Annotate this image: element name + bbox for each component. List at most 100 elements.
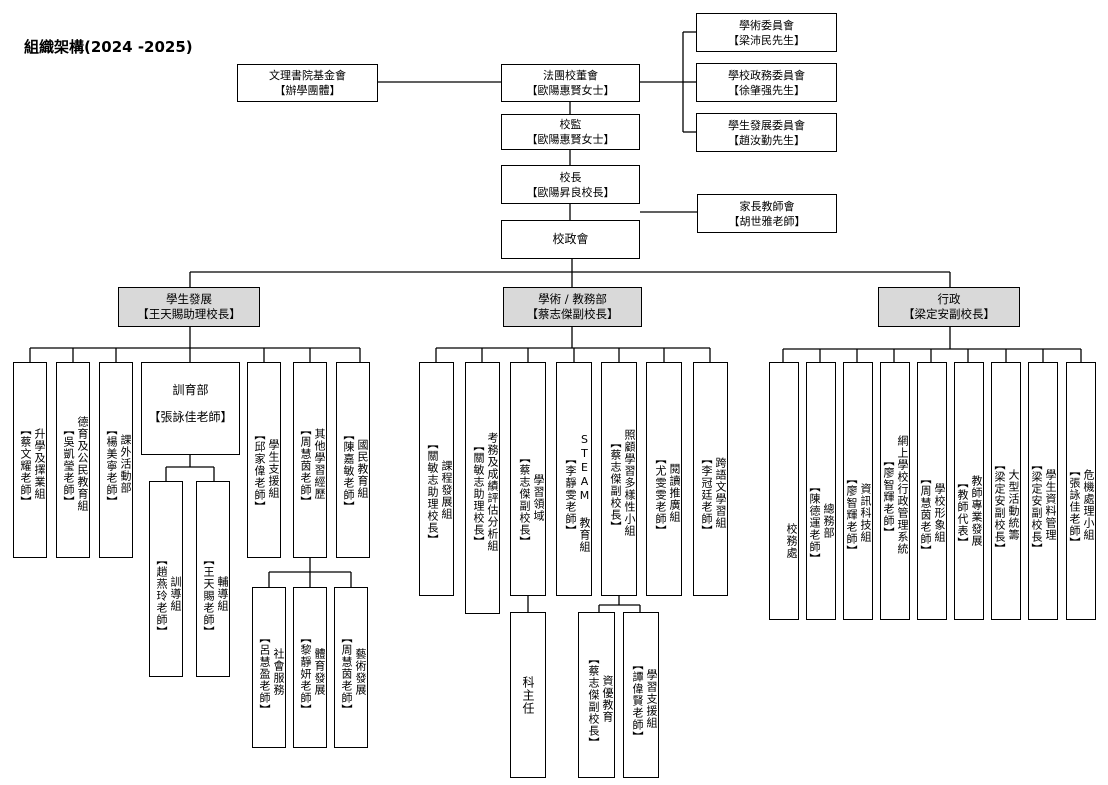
unit-box: 升學及擇業組 【蔡文耀老師】 [13,362,47,558]
dept-academic-sub: 【蔡志傑副校長】 [526,307,619,321]
dept-admin-name: 行政 [937,292,961,306]
foundation-box: 文理書院基金會 【辦學團體】 [237,64,378,102]
unit-box: 大型活動統籌 【梁定安副校長】 [991,362,1021,620]
committee-box: 學生發展委員會 【趙汝勤先生】 [696,113,837,152]
unit-name: 社會服務 [272,647,285,696]
dept-admin-box: 行政 【梁定安副校長】 [878,287,1020,327]
unit-name: 跨語文學習組 [714,457,727,529]
unit-box: 學校形象組 【周慧茵老師】 [917,362,947,620]
unit-name: 其他學習經歷 [313,428,326,500]
unit-sub: 【蔡文耀老師】 [19,424,32,508]
committee-name: 學校政務委員會 [728,68,805,82]
unit-box: 訓導組 【趙燕玲老師】 [149,481,183,677]
principal-box: 校長 【歐陽昇良校長】 [501,165,640,204]
committee-name: 學術委員會 [739,18,794,32]
unit-name: 考務及成績評估分析組 [486,432,499,552]
supervisor-box: 校監 【歐陽惠賢女士】 [501,114,640,150]
unit-box: 資訊科技組 【廖智輝老師】 [843,362,873,620]
unit-sub: 【周慧茵老師】 [340,631,353,716]
supervisor-name: 校監 [559,118,582,131]
unit-box: 課程發展組 【關敏志助理校長】 [419,362,454,596]
unit-sub: 【吳凱瑩老師】 [62,424,75,508]
unit-box: 閱讀推廣組 【尤雯雯老師】 [646,362,682,596]
dept-academic-box: 學術 / 教務部 【蔡志傑副校長】 [503,287,642,327]
unit-sub: 【張詠佳老師】 [148,410,233,424]
unit-box: 社會服務 【呂慧盈老師】 [252,587,286,748]
council-box: 校政會 [501,220,640,259]
foundation-sub: 【辦學團體】 [274,84,341,97]
unit-box: 課外活動部 【楊美寧老師】 [99,362,133,558]
unit-sub: 【周慧茵老師】 [919,473,932,557]
unit-name: 學生支援組 [267,439,280,499]
unit-sub: 【梁定安副校長】 [993,459,1006,555]
unit-sub: 【楊美寧老師】 [105,424,118,508]
unit-box: 學生資料管理 【梁定安副校長】 [1028,362,1058,620]
unit-sub: 【張詠佳老師】 [1068,465,1081,549]
committee-sub: 【徐肇强先生】 [728,83,805,97]
pta-name: 家長教師會 [739,199,795,213]
council-name: 校政會 [552,232,589,246]
unit-box: 教師專業發展 【教師代表】 [954,362,984,620]
dept-student-sub: 【王天賜助理校長】 [137,307,241,321]
unit-box: 訓育部 【張詠佳老師】 [141,362,240,455]
unit-sub: 【廖智輝老師】 [882,455,895,539]
unit-box: 藝術發展 【周慧茵老師】 [334,587,368,748]
committee-box: 學術委員會 【梁沛民先生】 [696,13,837,52]
unit-name: 學校形象組 [933,483,946,543]
unit-box: 資優教育 【蔡志傑副校長】 [578,612,615,778]
unit-name: 德育及公民教育組 [76,416,89,512]
unit-sub: 【蔡志傑副校長】 [609,437,622,533]
unit-box: 輔導組 【王天賜老師】 [196,481,230,677]
unit-name: 危機處理小組 [1082,469,1095,541]
unit-sub: 【王天賜老師】 [202,554,215,638]
unit-name: 網上學校行政管理系統 [896,435,909,555]
unit-box: 學生支援組 【邱家偉老師】 [247,362,281,558]
board-name: 法團校董會 [543,69,598,82]
committee-sub: 【趙汝勤先生】 [728,133,805,147]
unit-sub: 【黎靜妍老師】 [299,631,312,716]
unit-name: 總務部 [822,503,835,539]
supervisor-sub: 【歐陽惠賢女士】 [526,133,615,146]
unit-sub: 【教師代表】 [956,477,969,549]
unit-box: 科主任 [510,612,546,778]
unit-sub: 【尤雯雯老師】 [654,453,667,537]
unit-name: 體育發展 [313,647,326,696]
unit-box: 學習支援組 【譚偉賢老師】 [623,612,659,778]
unit-sub: 【關敏志助理校長】 [472,440,485,548]
unit-name: 閱讀推廣組 [668,463,681,523]
unit-box: 校務處 [769,362,799,620]
unit-sub: 【陳德運老師】 [808,481,821,565]
unit-sub: 【呂慧盈老師】 [258,631,271,716]
unit-box: 照顧學習多樣性小組 【蔡志傑副校長】 [601,362,637,596]
unit-name: 訓導組 [169,576,182,612]
board-box: 法團校董會 【歐陽惠賢女士】 [501,64,640,102]
committee-name: 學生發展委員會 [728,118,805,132]
unit-name: 訓育部 [172,383,209,397]
unit-name: 藝術發展 [354,647,367,696]
chart-title: 組織架構(2024 -2025) [24,38,193,56]
unit-sub: 【廖智輝老師】 [845,473,858,557]
dept-academic-name: 學術 / 教務部 [538,292,607,306]
unit-name: 課外活動部 [119,434,132,494]
unit-name: 課程發展組 [440,460,453,520]
unit-sub: 【李靜雯老師】 [564,453,577,537]
committee-box: 學校政務委員會 【徐肇强先生】 [696,63,837,102]
pta-sub: 【胡世雅老師】 [728,214,806,228]
unit-box: 學習領域 【蔡志傑副校長】 [510,362,546,596]
foundation-name: 文理書院基金會 [269,69,346,82]
board-sub: 【歐陽惠賢女士】 [526,84,615,97]
unit-sub: 【梁定安副校長】 [1030,459,1043,555]
principal-name: 校長 [559,170,582,184]
unit-name: 升學及擇業組 [33,428,46,500]
principal-sub: 【歐陽昇良校長】 [526,185,615,199]
pta-box: 家長教師會 【胡世雅老師】 [697,194,837,233]
unit-box: 網上學校行政管理系統 【廖智輝老師】 [880,362,910,620]
unit-box: 危機處理小組 【張詠佳老師】 [1066,362,1096,620]
unit-name: 學生資料管理 [1044,469,1057,541]
unit-sub: 【邱家偉老師】 [253,429,266,513]
unit-name: 輔導組 [216,576,229,612]
unit-sub: 【周慧茵老師】 [299,424,312,508]
unit-name: 科主任 [521,675,535,715]
committee-sub: 【梁沛民先生】 [728,33,805,47]
